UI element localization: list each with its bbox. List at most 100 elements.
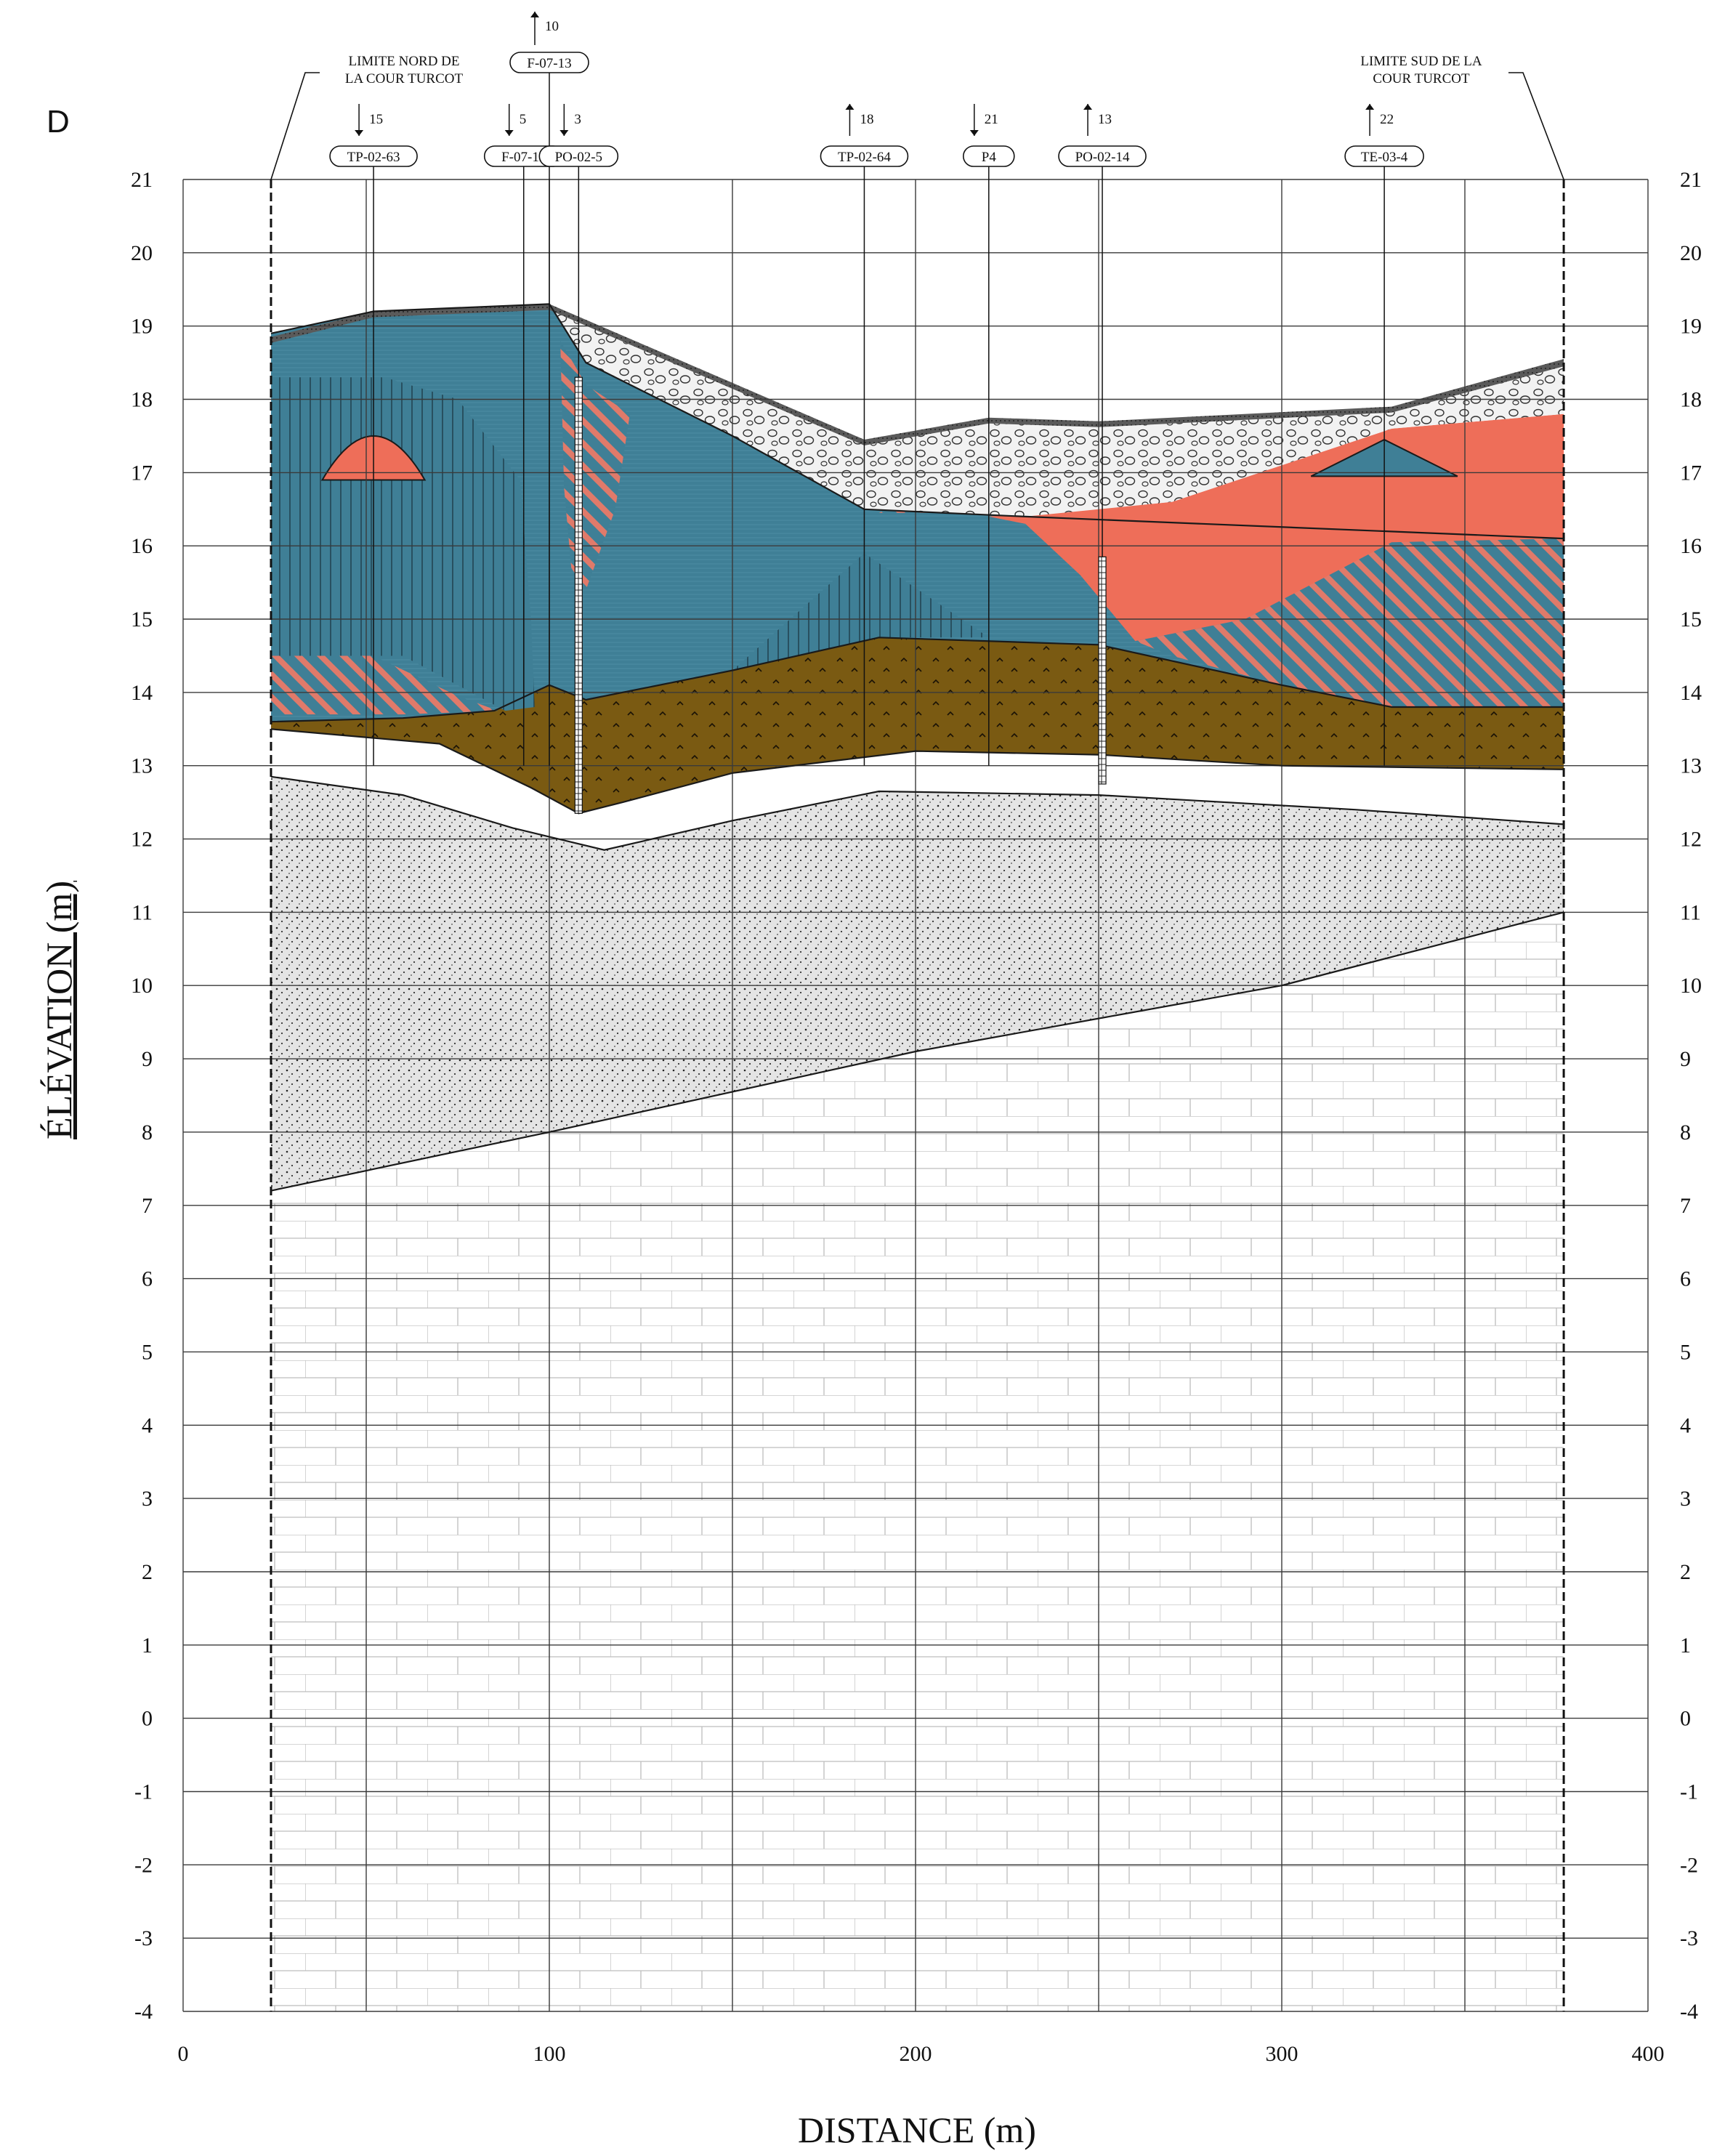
offset-arrowhead [1083, 104, 1093, 110]
x-tick-label: 0 [178, 2042, 189, 2066]
offset-value: 18 [860, 112, 873, 127]
y-tick-label-right: 1 [1680, 1634, 1691, 1658]
offset-arrowhead [969, 130, 979, 136]
y-tick-label-left: 8 [142, 1121, 153, 1144]
y-axis-title: ÉLÉVATION (m) [39, 881, 79, 1139]
offset-value: 13 [1098, 112, 1112, 127]
y-tick-label-left: 20 [131, 241, 153, 265]
offset-value: 22 [1380, 112, 1394, 127]
offset-arrowhead [504, 130, 514, 136]
offset-value: 10 [545, 19, 559, 34]
y-tick-label-right: 3 [1680, 1487, 1691, 1511]
borehole-name: TE-03-4 [1361, 150, 1408, 165]
hatched-lens-right [1135, 538, 1564, 707]
y-tick-label-right: 7 [1680, 1194, 1691, 1218]
y-tick-label-left: 4 [142, 1413, 153, 1437]
y-tick-label-left: -4 [134, 2000, 153, 2024]
y-tick-label-right: 16 [1680, 534, 1702, 558]
south-limit-pointer [1508, 72, 1564, 180]
y-tick-label-left: 0 [142, 1707, 153, 1731]
north-limit-line2: LA COUR TURCOT [345, 71, 464, 86]
y-tick-label-left: 13 [131, 754, 153, 778]
offset-arrowhead [530, 12, 539, 17]
y-tick-label-left: -3 [134, 1926, 153, 1950]
y-tick-label-right: 19 [1680, 315, 1702, 339]
y-tick-label-right: 11 [1680, 900, 1701, 924]
y-tick-label-right: 10 [1680, 974, 1702, 998]
south-limit-line2: COUR TURCOT [1373, 71, 1470, 86]
x-tick-label: 400 [1632, 2042, 1665, 2066]
y-tick-label-right: 17 [1680, 461, 1702, 485]
x-axis-title: DISTANCE (m) [798, 2109, 1036, 2150]
bedrock-layer [271, 912, 1564, 2011]
y-tick-label-left: 10 [131, 974, 153, 998]
y-tick-label-left: 15 [131, 607, 153, 631]
south-limit-label: LIMITE SUD DE LA COUR TURCOT [1360, 54, 1482, 86]
y-tick-label-left: 7 [142, 1194, 153, 1218]
borehole-markers: 15TP-02-635F-07-1210F-07-133PO-02-518TP-… [329, 12, 1424, 814]
y-tick-label-left: 19 [131, 315, 153, 339]
layer-outlines [270, 303, 1564, 1192]
offset-value: 5 [520, 112, 527, 127]
y-tick-label-right: 18 [1680, 388, 1702, 412]
y-tick-label-left: 5 [142, 1340, 153, 1364]
y-tick-label-right: -1 [1680, 1780, 1698, 1804]
borehole-name: F-07-13 [527, 56, 571, 71]
borehole-f-07-13: 10F-07-13 [509, 12, 589, 766]
y-tick-label-right: -2 [1680, 1853, 1698, 1877]
y-tick-label-left: 14 [131, 681, 153, 705]
offset-value: 15 [369, 112, 383, 127]
north-limit-pointer [270, 72, 320, 180]
x-tick-label: 300 [1266, 2042, 1298, 2066]
y-tick-label-left: 2 [142, 1560, 153, 1584]
offset-value: 21 [985, 112, 998, 127]
offset-value: 3 [574, 112, 581, 127]
y-tick-label-right: 2 [1680, 1560, 1691, 1584]
well-screen [574, 376, 583, 814]
offset-arrowhead [845, 104, 855, 110]
layer-boundary [270, 303, 1564, 540]
y-tick-label-left: 12 [131, 828, 153, 852]
y-tick-label-right: 5 [1680, 1340, 1691, 1364]
y-tick-label-right: 15 [1680, 607, 1702, 631]
y-tick-label-right: 4 [1680, 1413, 1691, 1437]
y-tick-label-left: 16 [131, 534, 153, 558]
y-tick-label-right: 21 [1680, 168, 1702, 192]
hatched-lens-left [271, 655, 498, 715]
panel-label: D [47, 104, 70, 140]
y-tick-label-right: 13 [1680, 754, 1702, 778]
borehole-name: F-07-12 [501, 150, 546, 165]
y-tick-label-left: 6 [142, 1267, 153, 1291]
x-tick-label: 200 [900, 2042, 932, 2066]
borehole-name: P4 [982, 150, 997, 165]
north-limit-line1: LIMITE NORD DE [348, 54, 459, 69]
vertical-hatch-center [732, 553, 989, 671]
y-tick-label-right: 6 [1680, 1267, 1691, 1291]
y-tick-label-right: -3 [1680, 1926, 1698, 1950]
y-tick-label-right: 12 [1680, 828, 1702, 852]
offset-arrowhead [355, 130, 364, 136]
layer-boundary [270, 775, 1564, 851]
y-tick-label-left: 9 [142, 1047, 153, 1071]
y-tick-label-right: 14 [1680, 681, 1702, 705]
borehole-name: TP-02-63 [347, 150, 400, 165]
well-screen [1098, 556, 1107, 785]
offset-arrowhead [1365, 104, 1375, 110]
y-tick-label-right: 0 [1680, 1707, 1691, 1731]
layer-boundary [270, 728, 1564, 815]
y-tick-label-left: -2 [134, 1853, 153, 1877]
y-tick-label-right: 9 [1680, 1047, 1691, 1071]
x-tick-label: 100 [533, 2042, 566, 2066]
y-tick-label-right: 20 [1680, 241, 1702, 265]
silt-organic-layer [271, 637, 1564, 814]
north-limit-label: LIMITE NORD DE LA COUR TURCOT [345, 54, 464, 86]
south-limit-line1: LIMITE SUD DE LA [1360, 54, 1482, 69]
borehole-name: TP-02-64 [838, 150, 891, 165]
y-tick-label-left: 1 [142, 1634, 153, 1658]
